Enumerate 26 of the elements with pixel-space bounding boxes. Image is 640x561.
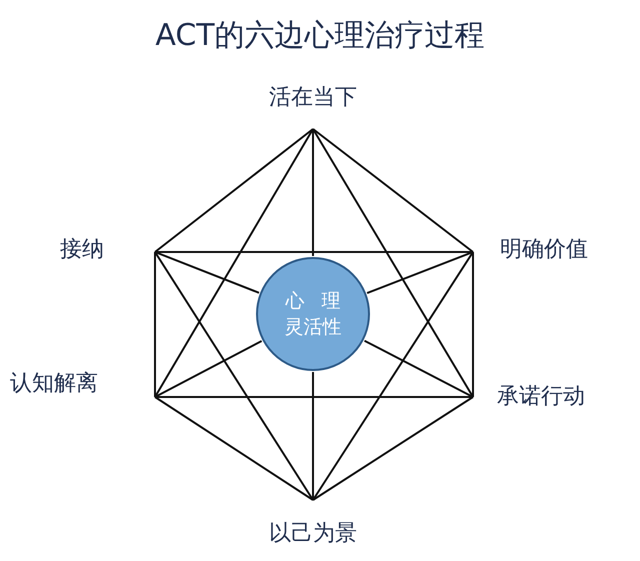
connector-line <box>312 372 314 500</box>
vertex-label: 以己为景 <box>253 500 373 550</box>
connector-line <box>154 340 262 398</box>
connector-line <box>154 251 260 294</box>
vertex-label: 承诺行动 <box>473 383 623 417</box>
connector-line <box>155 396 473 398</box>
connector-line <box>154 128 314 253</box>
connector-line <box>312 396 474 501</box>
connector-line <box>154 251 314 501</box>
diagram-title: ACT的六边心理治疗过程 <box>154 17 486 55</box>
connector-line <box>155 251 473 253</box>
connector-line <box>364 340 474 398</box>
connector-line <box>312 251 474 501</box>
connector-line <box>154 396 314 501</box>
vertex-label: 接纳 <box>55 236 155 268</box>
center-circle: 心 理灵活性 <box>256 257 370 371</box>
vertex-label: 活在当下 <box>253 84 373 129</box>
connector-line <box>312 129 314 256</box>
vertex-label: 明确价值 <box>473 236 618 268</box>
connector-line <box>154 252 156 397</box>
vertex-label: 认知解离 <box>5 370 155 410</box>
connector-line <box>472 252 474 397</box>
connector-line <box>154 128 314 398</box>
connector-line <box>366 251 474 294</box>
connector-line <box>312 128 474 398</box>
connector-line <box>312 128 474 253</box>
